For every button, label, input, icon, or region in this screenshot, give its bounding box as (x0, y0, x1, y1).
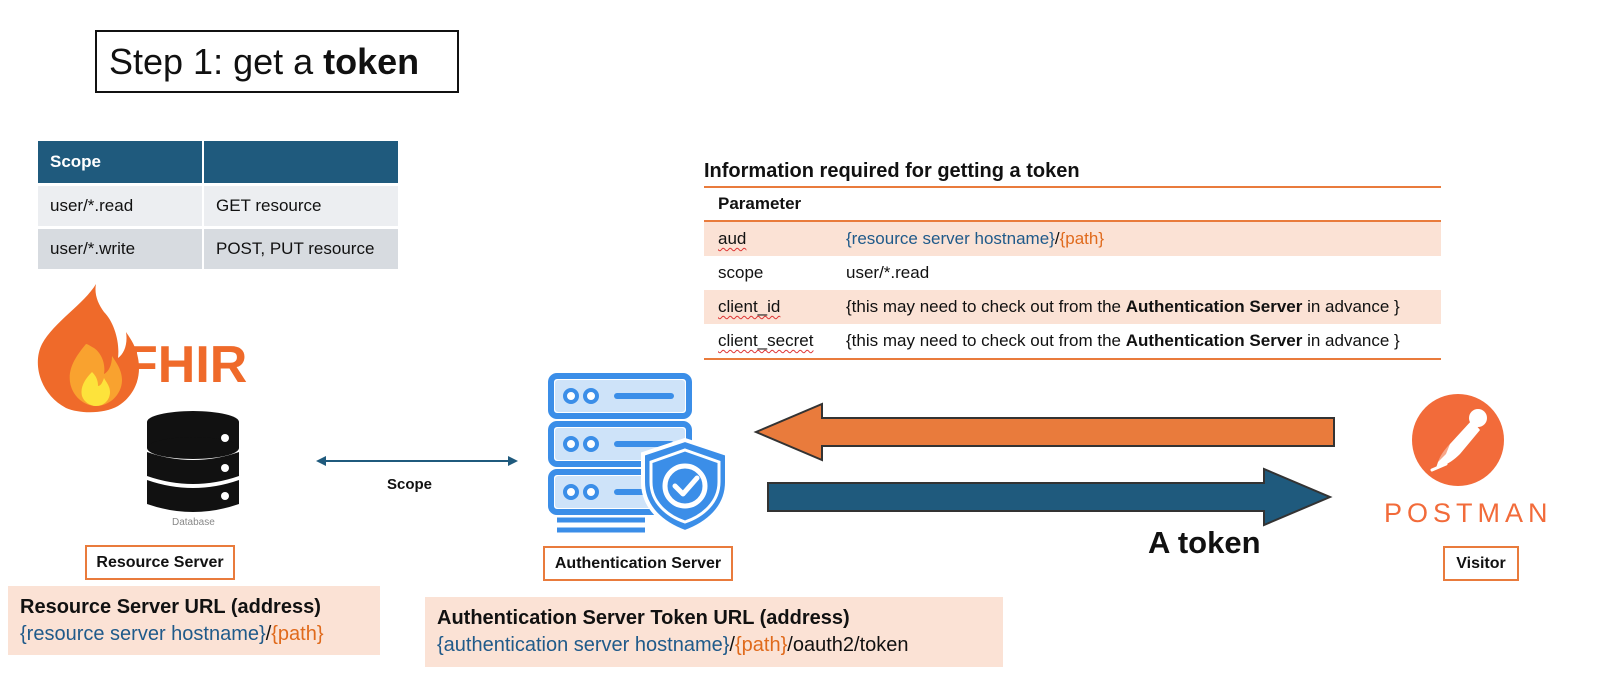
auth-url-host: {authentication server hostname} (437, 634, 730, 656)
param-aud: aud (718, 229, 747, 248)
token-label: A token (1148, 525, 1261, 560)
param-value: {this may need to check out from the Aut… (832, 290, 1441, 324)
param-value: {this may need to check out from the Aut… (832, 324, 1441, 360)
scope-connector-label: Scope (387, 476, 433, 493)
scope-desc: POST, PUT resource (204, 229, 400, 272)
resource-server-url-box: Resource Server URL (address) {resource … (8, 586, 380, 655)
table-row: client_id {this may need to check out fr… (704, 290, 1441, 324)
table-row: aud {resource server hostname}/{path} (704, 221, 1441, 256)
client-id-bold: Authentication Server (1125, 297, 1303, 316)
resource-url-title: Resource Server URL (address) (20, 596, 321, 618)
client-secret-pre: {this may need to check out from the (846, 331, 1126, 350)
info-heading: Information required for getting a token (704, 160, 1080, 182)
postman-wordmark: POSTMAN (1384, 498, 1553, 528)
postman-logo-icon (1412, 394, 1504, 486)
aud-sep: / (1054, 229, 1060, 248)
auth-server-label: Authentication Server (543, 546, 733, 581)
token-arrow-right (767, 467, 1333, 527)
parameter-table-header: Parameter (704, 188, 1441, 222)
fhir-logo-text: FHIR (126, 336, 247, 394)
step-title-prefix: Step 1: get a (109, 41, 324, 82)
scope-header-cell: Scope (38, 141, 204, 186)
parameter-header: Parameter (704, 188, 832, 222)
scope-name: user/*.write (38, 229, 204, 272)
database-caption: Database (172, 517, 215, 528)
param-value: user/*.read (846, 263, 930, 282)
resource-url-path: {path} (271, 623, 324, 645)
step-title-bold: token (323, 41, 420, 82)
auth-server-token-url-box: Authentication Server Token URL (address… (425, 597, 1003, 667)
scope-connector-arrow (316, 456, 518, 466)
param-value: {resource server hostname}/{path} (832, 221, 1441, 256)
scope-table: Scope user/*.read GET resource user/*.wr… (38, 141, 400, 272)
param-name: aud (704, 221, 832, 256)
param-client-id: client_id (718, 297, 781, 316)
info-heading-rule (704, 186, 1441, 188)
auth-url-sep: / (729, 634, 735, 656)
resource-url-host: {resource server hostname} (20, 623, 266, 645)
table-row: client_secret {this may need to check ou… (704, 324, 1441, 360)
scope-table-header: Scope (38, 141, 400, 186)
aud-path: {path} (1059, 229, 1105, 248)
scope-name: user/*.read (38, 186, 204, 229)
client-secret-bold: Authentication Server (1125, 331, 1303, 350)
auth-server-shield-icon (548, 373, 729, 535)
client-secret-post: in advance } (1302, 331, 1400, 350)
client-id-pre: {this may need to check out from the (846, 297, 1126, 316)
param-name: scope (718, 263, 764, 282)
auth-url-path: {path} (734, 634, 788, 656)
table-row: scope user/*.read (704, 256, 1441, 290)
request-arrow-left (753, 402, 1335, 462)
aud-host: {resource server hostname} (846, 229, 1055, 248)
resource-server-label: Resource Server (85, 545, 235, 580)
client-id-post: in advance } (1302, 297, 1400, 316)
table-row: user/*.read GET resource (38, 186, 400, 229)
parameter-table: Parameter aud {resource server hostname}… (704, 188, 1441, 360)
auth-url-value: {authentication server hostname}/{path}/… (437, 634, 991, 657)
scope-desc: GET resource (204, 186, 400, 229)
param-client-secret: client_secret (718, 331, 814, 350)
resource-url-sep: / (265, 623, 272, 645)
value-header (832, 188, 1441, 222)
resource-url-value: {resource server hostname}/{path} (20, 623, 368, 646)
scope-header-cell-empty (204, 141, 400, 186)
table-row: user/*.write POST, PUT resource (38, 229, 400, 272)
database-icon (147, 411, 239, 512)
auth-url-title: Authentication Server Token URL (address… (437, 607, 850, 629)
auth-url-suffix: /oauth2/token (787, 634, 909, 656)
visitor-label: Visitor (1443, 546, 1519, 581)
param-name: client_id (704, 290, 832, 324)
fhir-flame-icon: FHIR (37, 284, 247, 413)
param-name: client_secret (704, 324, 832, 360)
step-title: Step 1: get a token (95, 30, 459, 93)
